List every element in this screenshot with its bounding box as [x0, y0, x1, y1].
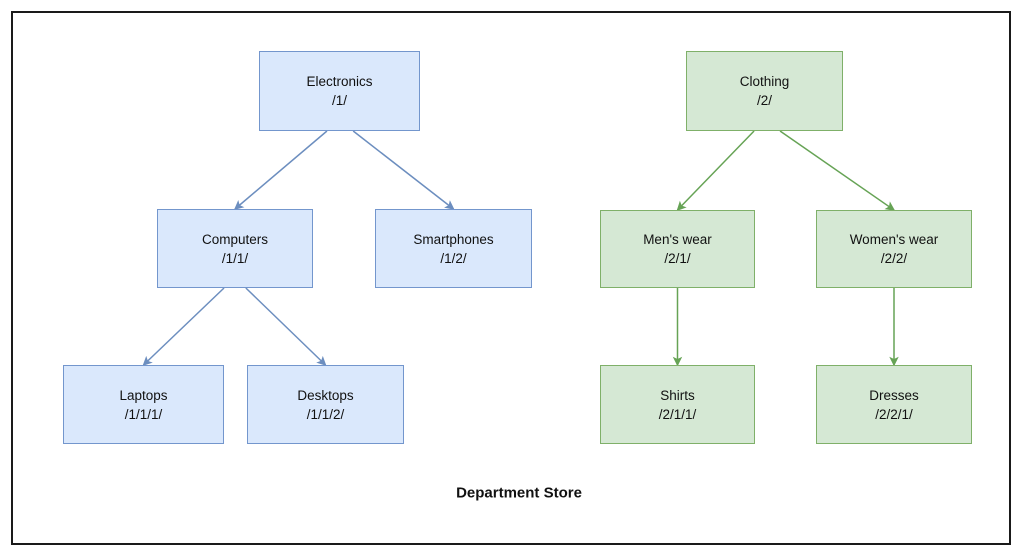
node-laptops[interactable]: Laptops/1/1/1/	[63, 365, 224, 444]
node-path: /1/	[331, 93, 347, 108]
node-label: Clothing	[739, 74, 790, 89]
node-shirts[interactable]: Shirts/2/1/1/	[600, 365, 755, 444]
node-dresses[interactable]: Dresses/2/2/1/	[816, 365, 972, 444]
node-path: /1/1/	[221, 250, 249, 266]
node-desktops[interactable]: Desktops/1/1/2/	[247, 365, 404, 444]
node-label: Men's wear	[643, 232, 712, 247]
node-path: /2/1/	[664, 251, 691, 266]
node-path: /2/	[756, 93, 772, 108]
node-label: Electronics	[306, 74, 373, 89]
node-path: /2/2/	[880, 251, 908, 266]
node-mens-wear[interactable]: Men's wear/2/1/	[600, 210, 755, 288]
node-label: Laptops	[119, 387, 168, 403]
node-path: /2/2/1/	[875, 406, 913, 422]
node-label: Dresses	[869, 387, 919, 403]
diagram-caption: Department Store	[456, 484, 582, 502]
node-label: Smartphones	[413, 231, 494, 247]
node-label: Computers	[201, 231, 269, 247]
node-label: Shirts	[660, 387, 695, 403]
node-womens-wear[interactable]: Women's wear/2/2/	[816, 210, 972, 288]
node-smartphones[interactable]: Smartphones/1/2/	[375, 209, 532, 288]
node-path: /1/2/	[440, 250, 467, 266]
node-clothing[interactable]: Clothing/2/	[686, 51, 843, 131]
node-label: Desktops	[297, 387, 354, 403]
node-electronics[interactable]: Electronics/1/	[259, 51, 420, 131]
node-computers[interactable]: Computers/1/1/	[157, 209, 313, 288]
node-path: /2/1/1/	[658, 406, 697, 422]
node-path: /1/1/1/	[124, 406, 163, 422]
node-path: /1/1/2/	[306, 406, 345, 422]
node-label: Women's wear	[849, 232, 939, 247]
